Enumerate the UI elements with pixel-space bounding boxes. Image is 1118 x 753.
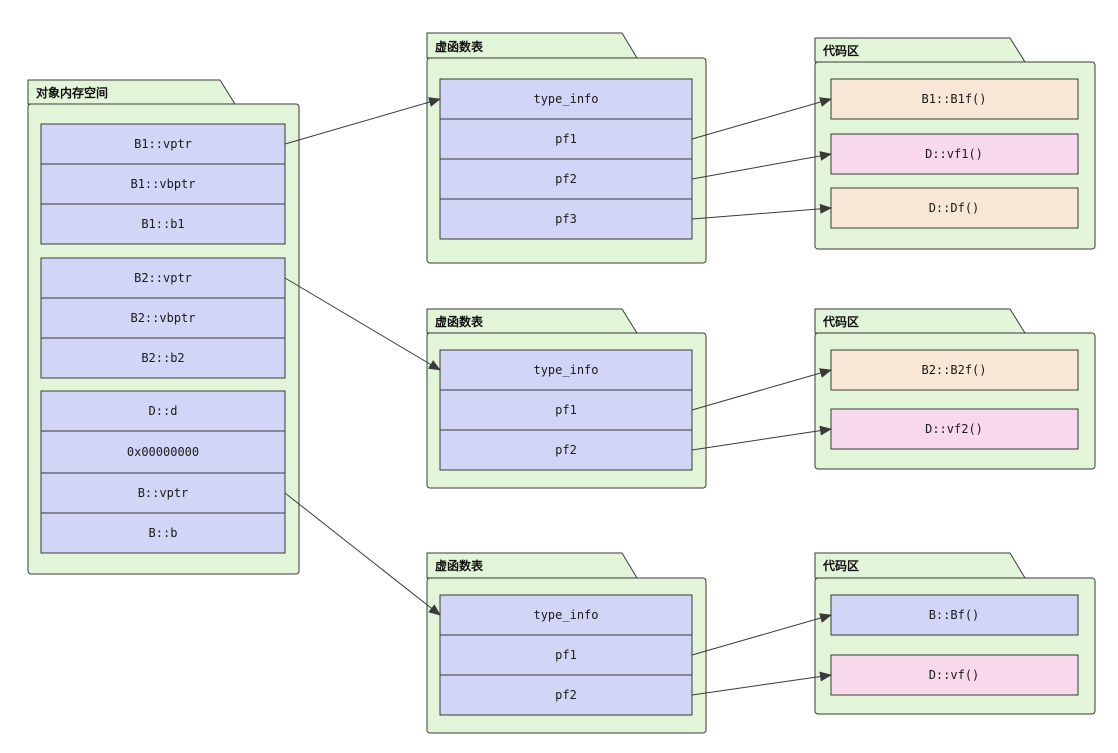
object-cell-label: B1::vptr — [134, 137, 192, 151]
object-cell-label: B2::vbptr — [130, 311, 195, 325]
vtable-cell-label: pf3 — [555, 212, 577, 226]
vtable-cell-label: pf1 — [555, 132, 577, 146]
vtable-cell-label: type_info — [533, 92, 598, 106]
object-cell — [40, 123, 286, 165]
arrow-pf1-to-b1f — [691, 97, 832, 140]
code-area-package-1: 代码区 B1::B1f() D::vf1() D::Df() — [814, 37, 1096, 250]
vtable-cell — [439, 198, 693, 240]
arrow-pf3-to-df — [691, 203, 832, 220]
vtable-cell-label: pf1 — [555, 648, 577, 662]
object-cell-label: B1::b1 — [141, 217, 184, 231]
code-function-label: B1::B1f() — [921, 92, 986, 106]
object-cell — [40, 472, 286, 514]
vtable-cell-label: pf2 — [555, 688, 577, 702]
object-space-title: 对象内存空间 — [36, 85, 108, 100]
object-cell — [40, 337, 286, 379]
vtable-cell — [439, 594, 693, 636]
code-area-package-3: 代码区 B::Bf() D::vf() — [814, 552, 1096, 715]
object-group-b2: B2::vptr B2::vbptr B2::b2 — [40, 257, 286, 379]
object-cell — [40, 430, 286, 474]
object-space-package: 对象内存空间 B1::vptr B1::vbptr B1::b1 B2::vpt… — [27, 79, 300, 575]
object-group-d: D::d 0x00000000 B::vptr B::b — [40, 390, 286, 554]
object-cell-label: B2::b2 — [141, 351, 184, 365]
code-function-box — [830, 133, 1079, 175]
object-cell — [40, 390, 286, 432]
code-function-box — [830, 408, 1079, 450]
object-cell — [40, 512, 286, 554]
object-cell-label: B1::vbptr — [130, 177, 195, 191]
code-function-box — [830, 654, 1079, 696]
arrow-pf2-to-vf — [691, 671, 832, 696]
object-cell — [40, 203, 286, 245]
vtable-package-2: 虚函数表 type_info pf1 pf2 — [426, 308, 707, 489]
code-area-title: 代码区 — [822, 43, 859, 58]
arrow-pf1-to-bf — [691, 613, 832, 656]
arrow-b1-vptr-to-vtable — [284, 97, 441, 145]
vtable-cell — [439, 118, 693, 160]
vtable-package-1: 虚函数表 type_info pf1 pf2 pf3 — [426, 32, 707, 264]
vtable-title: 虚函数表 — [435, 314, 484, 329]
vtable-cell-label: pf2 — [555, 172, 577, 186]
arrow-b-vptr-to-vtable — [284, 492, 441, 616]
arrow-pf2-to-vf2 — [691, 425, 832, 451]
arrow-pf1-to-b2f — [691, 368, 832, 411]
code-function-label: B2::B2f() — [921, 363, 986, 377]
vtable-cell-label: pf2 — [555, 443, 577, 457]
arrow-pf2-to-vf1 — [691, 151, 832, 180]
code-function-label: B::Bf() — [929, 608, 980, 622]
vtable-package-3: 虚函数表 type_info pf1 pf2 — [426, 552, 707, 734]
code-function-box — [830, 349, 1079, 391]
object-cell-label: 0x00000000 — [127, 445, 199, 459]
code-function-label: D::vf() — [929, 668, 980, 682]
vtable-cell — [439, 158, 693, 200]
code-area-title: 代码区 — [822, 558, 859, 573]
object-cell-label: B::b — [149, 526, 178, 540]
object-cell-label: B::vptr — [138, 486, 189, 500]
code-area-package-2: 代码区 B2::B2f() D::vf2() — [814, 308, 1096, 470]
code-area-title: 代码区 — [822, 314, 859, 329]
vtable-cell — [439, 78, 693, 120]
arrows — [284, 97, 832, 696]
object-cell — [40, 163, 286, 205]
vtable-cell-label: pf1 — [555, 403, 577, 417]
object-cell-label: D::d — [149, 404, 178, 418]
vtable-title: 虚函数表 — [435, 558, 484, 573]
vtable-title: 虚函数表 — [435, 39, 484, 54]
vtable-cell — [439, 349, 693, 391]
object-cell-label: B2::vptr — [134, 271, 192, 285]
code-function-label: D::Df() — [929, 201, 980, 215]
code-function-label: D::vf2() — [925, 422, 983, 436]
code-function-label: D::vf1() — [925, 147, 983, 161]
arrow-b2-vptr-to-vtable — [284, 277, 441, 371]
vtable-cell — [439, 674, 693, 716]
vtable-cell — [439, 429, 693, 471]
vtable-cell — [439, 389, 693, 431]
code-function-box — [830, 78, 1079, 120]
vtable-cell-label: type_info — [533, 363, 598, 377]
object-group-b1: B1::vptr B1::vbptr B1::b1 — [40, 123, 286, 245]
vtable-cell-label: type_info — [533, 608, 598, 622]
